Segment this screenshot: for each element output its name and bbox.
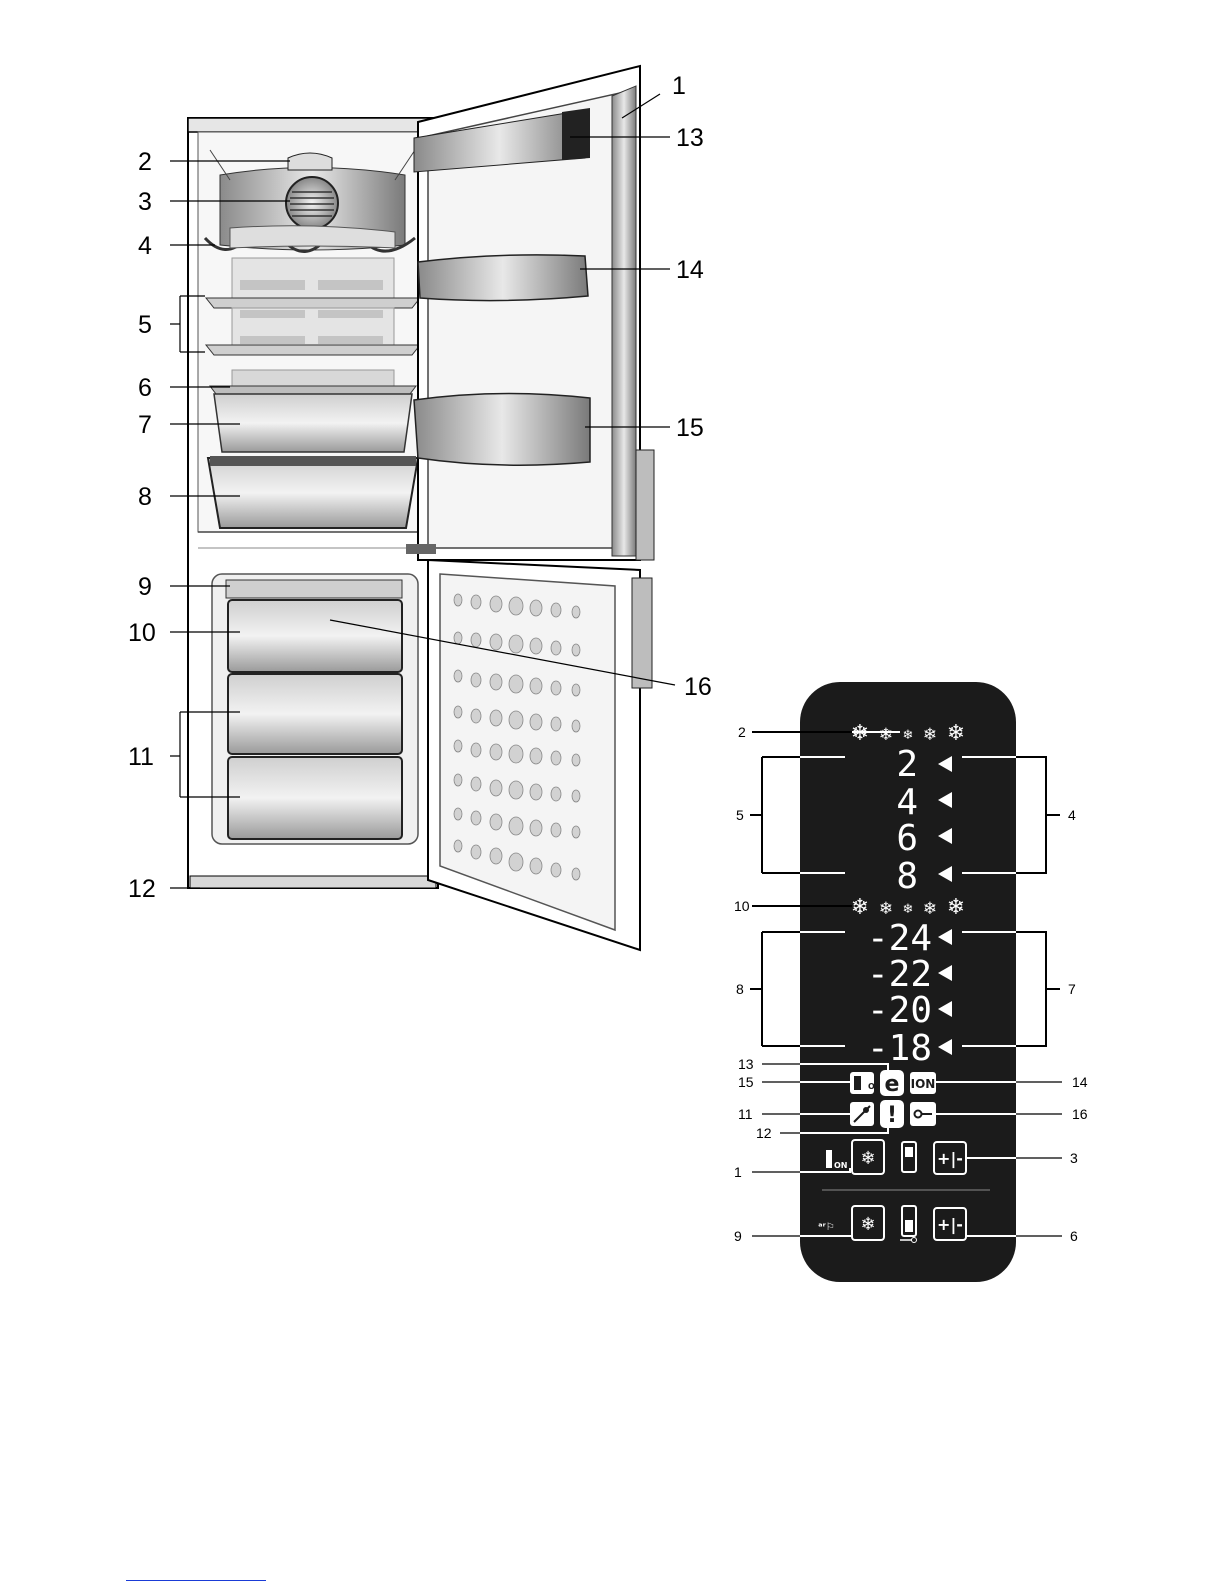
freezer-door bbox=[428, 560, 652, 950]
fridge-temp-2: 2 bbox=[896, 744, 918, 785]
fast-freeze-indicator-icon: ᵃʳ⚐ bbox=[818, 1222, 835, 1233]
panel-callout-3: 3 bbox=[1070, 1150, 1078, 1166]
fridge-temp-6: 6 bbox=[896, 818, 918, 859]
svg-text:❄: ❄ bbox=[860, 1148, 875, 1169]
callout-5: 5 bbox=[138, 311, 152, 339]
panel-callout-12: 12 bbox=[756, 1125, 772, 1141]
fridge-temp-4: 4 bbox=[896, 782, 918, 823]
svg-text:❄: ❄ bbox=[903, 728, 914, 743]
panel-callout-1: 1 bbox=[734, 1164, 742, 1180]
svg-text:ON: ON bbox=[834, 1161, 848, 1170]
callout-8: 8 bbox=[138, 483, 152, 511]
freezer-drawers bbox=[226, 580, 402, 839]
callout-10: 10 bbox=[128, 619, 156, 647]
panel-callout-2: 2 bbox=[738, 724, 746, 740]
svg-text:+|-: +|- bbox=[937, 1149, 963, 1169]
panel-callout-16: 16 bbox=[1072, 1106, 1088, 1122]
panel-callout-9: 9 bbox=[734, 1228, 742, 1244]
svg-text:❄: ❄ bbox=[947, 895, 965, 920]
panel-callout-11: 11 bbox=[738, 1106, 753, 1122]
panel-callout-14: 14 bbox=[1072, 1074, 1088, 1090]
freezer-temp-20: -20 bbox=[867, 990, 932, 1031]
callout-12: 12 bbox=[128, 875, 156, 903]
svg-text:❄: ❄ bbox=[860, 1214, 875, 1235]
svg-text:❄: ❄ bbox=[923, 899, 937, 919]
panel-callout-10: 10 bbox=[734, 898, 750, 914]
svg-text:❄: ❄ bbox=[879, 899, 893, 919]
svg-text:❄: ❄ bbox=[879, 725, 893, 745]
svg-text:e: e bbox=[885, 1072, 900, 1097]
svg-text:+|-: +|- bbox=[937, 1215, 963, 1235]
freezer-temp-18: -18 bbox=[867, 1028, 932, 1069]
svg-text:❄: ❄ bbox=[923, 725, 937, 745]
panel-callout-6: 6 bbox=[1070, 1228, 1078, 1244]
panel-callout-13: 13 bbox=[738, 1056, 754, 1072]
svg-text:❄: ❄ bbox=[903, 902, 914, 917]
callout-1: 1 bbox=[672, 72, 686, 100]
panel-callout-7: 7 bbox=[1068, 981, 1076, 997]
freezer-temp-24: -24 bbox=[867, 918, 932, 959]
svg-text:❄: ❄ bbox=[851, 721, 869, 746]
footer-divider bbox=[126, 1580, 266, 1581]
callout-15: 15 bbox=[676, 414, 704, 442]
callout-7: 7 bbox=[138, 411, 152, 439]
callout-11: 11 bbox=[128, 743, 154, 771]
callout-16: 16 bbox=[684, 673, 712, 701]
panel-callout-15: 15 bbox=[738, 1074, 754, 1090]
fridge-door bbox=[406, 66, 654, 560]
fridge-indicator-icon bbox=[826, 1150, 832, 1168]
callout-2: 2 bbox=[138, 148, 152, 176]
callout-9: 9 bbox=[138, 573, 152, 601]
svg-text:❄: ❄ bbox=[851, 895, 869, 920]
svg-text:!: ! bbox=[887, 1103, 897, 1128]
callout-3: 3 bbox=[138, 188, 152, 216]
freezer-temp-22: -22 bbox=[867, 954, 932, 995]
panel-callout-4: 4 bbox=[1068, 807, 1076, 823]
svg-text:ION: ION bbox=[911, 1077, 936, 1091]
svg-text:❄: ❄ bbox=[947, 721, 965, 746]
callout-4: 4 bbox=[138, 232, 152, 260]
callout-6: 6 bbox=[138, 374, 152, 402]
control-panel: ❄ ❄ ❄ ❄ ❄ ❄ ❄ ❄ ❄ ❄ 2 4 6 8 bbox=[800, 682, 1016, 1282]
svg-text:ON: ON bbox=[868, 1082, 882, 1091]
callout-13: 13 bbox=[676, 124, 704, 152]
fridge-temp-8: 8 bbox=[896, 856, 918, 897]
panel-callout-5: 5 bbox=[736, 807, 744, 823]
callout-14: 14 bbox=[676, 256, 704, 284]
glass-shelves bbox=[206, 258, 420, 394]
panel-callout-8: 8 bbox=[736, 981, 744, 997]
crisper-drawers bbox=[208, 394, 418, 528]
